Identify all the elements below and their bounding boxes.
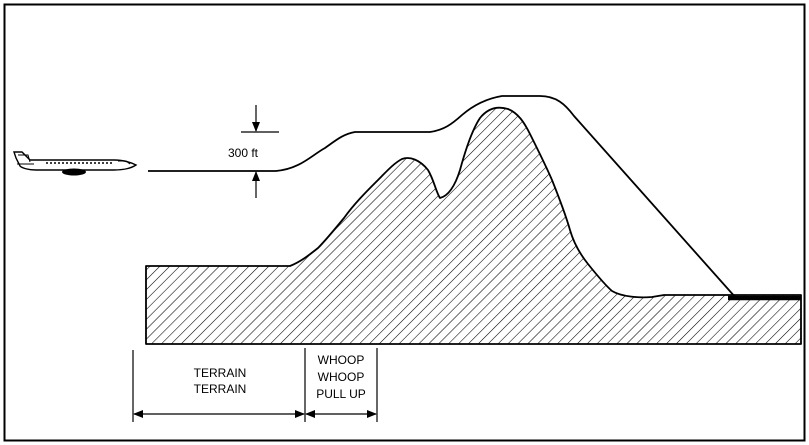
caution-label-line1: TERRAIN <box>194 366 247 380</box>
terrain-profile <box>145 106 802 345</box>
altitude-label: 300 ft <box>228 146 259 160</box>
diagram-frame <box>3 3 806 442</box>
caution-label-line2: TERRAIN <box>194 382 247 396</box>
warning-label-line2: WHOOP <box>318 370 365 384</box>
warning-label-line1: WHOOP <box>318 353 365 367</box>
aircraft-icon <box>13 151 138 176</box>
warning-label-line3: PULL UP <box>316 387 366 401</box>
flight-path <box>148 95 737 299</box>
altitude-dimension: 300 ft <box>228 105 279 198</box>
